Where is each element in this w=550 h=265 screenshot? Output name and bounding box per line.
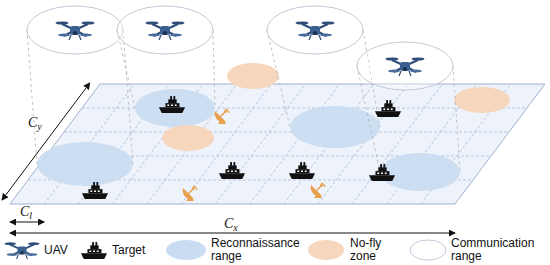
legend-text: No-fly zone — [350, 237, 404, 263]
no-fly-zones — [162, 63, 510, 151]
radar-icons — [183, 109, 325, 201]
legend-text: Reconnaissance range — [211, 237, 304, 263]
legend-text: UAV — [44, 244, 84, 257]
uav-icons — [56, 21, 425, 76]
communication-ranges — [27, 6, 453, 90]
legend-swatch — [166, 240, 206, 260]
reconnaissance-areas — [37, 89, 460, 191]
dimension-label: Cx — [224, 217, 238, 232]
legend-swatch — [308, 240, 344, 260]
target-icons — [82, 96, 401, 199]
legend-text: Communication range — [451, 237, 544, 263]
grid-lines — [28, 84, 527, 204]
dimension-label: Cl — [20, 205, 32, 220]
dimension-label: Cy — [28, 116, 42, 131]
legend-text: Target — [112, 244, 156, 257]
dimension-arrows — [2, 83, 455, 233]
ground-plane — [10, 84, 545, 204]
